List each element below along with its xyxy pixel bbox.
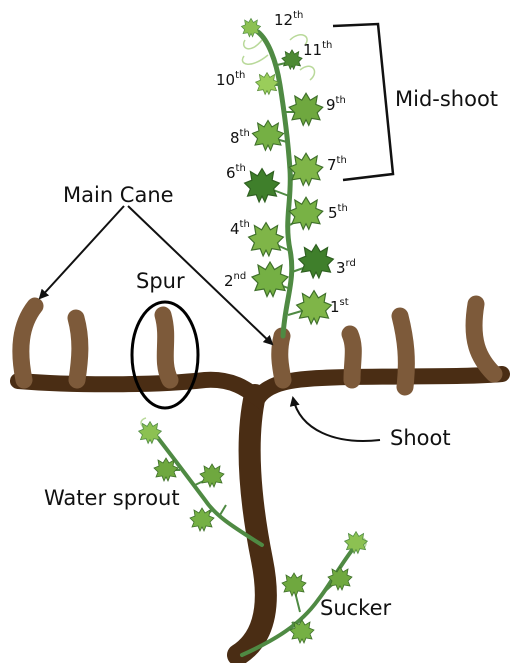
node-label-2: 2nd [224, 271, 246, 290]
shoot-label: Shoot [390, 426, 451, 450]
spur-7 [474, 304, 494, 374]
node-label-6: 6th [226, 163, 246, 182]
node-label-1: 1st [330, 297, 349, 316]
shoot-arrow [293, 398, 380, 441]
leaf-3 [292, 245, 333, 278]
leaf-4 [249, 223, 288, 256]
leaf-2 [252, 262, 288, 297]
node-label-9: 9th [326, 95, 346, 114]
leaf-9 [285, 93, 323, 125]
spur-3 [163, 315, 170, 380]
node-label-7: 7th [327, 155, 347, 174]
leaf-6 [245, 169, 289, 202]
sucker-label: Sucker [320, 596, 392, 620]
water-sprout-leaf-3 [200, 464, 224, 487]
trunk [238, 395, 266, 655]
sucker-leaf-2 [282, 573, 306, 596]
spur-4 [280, 336, 283, 380]
spur-5 [350, 334, 353, 380]
spur-label: Spur [136, 269, 185, 293]
leaf-7 [289, 153, 323, 185]
shoot-leaves [241, 18, 333, 324]
leaf-8 [252, 120, 287, 150]
spur-2 [76, 318, 80, 380]
leaf-1 [288, 291, 331, 324]
mid-shoot-label: Mid-shoot [395, 87, 498, 111]
spur-1 [21, 306, 35, 380]
node-label-10: 10th [216, 70, 245, 89]
leaf-5 [289, 197, 323, 229]
sucker-leaf-1 [345, 532, 368, 554]
main-cane-label: Main Cane [63, 183, 174, 207]
node-label-8: 8th [230, 128, 250, 147]
spur-6 [400, 316, 406, 387]
arrows [40, 206, 380, 441]
leaf-11 [277, 50, 302, 70]
main-cane-arrow-left [40, 206, 124, 298]
node-label-5: 5th [328, 203, 348, 222]
node-label-12: 12th [274, 10, 303, 29]
water-sprout-label: Water sprout [44, 486, 180, 510]
node-label-11: 11th [303, 40, 332, 59]
node-label-3: 3rd [336, 258, 356, 277]
main-cane [18, 374, 502, 398]
node-label-4: 4th [230, 219, 250, 238]
